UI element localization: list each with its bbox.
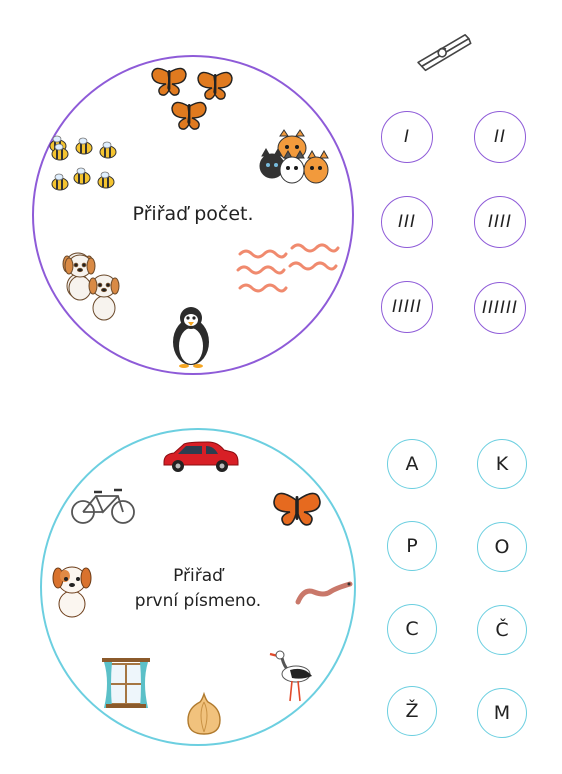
answer-option[interactable]: IIIIII (474, 282, 526, 334)
letter-activity-wheel (40, 428, 356, 746)
answer-option[interactable]: IIIII (381, 281, 433, 333)
answer-label: K (495, 453, 509, 475)
answer-label: P (406, 535, 418, 557)
answer-label: IIIIII (481, 298, 519, 318)
butterfly-icon[interactable] (150, 62, 240, 134)
answer-label: O (494, 536, 510, 558)
answer-option[interactable]: A (387, 439, 437, 489)
dog-icon[interactable] (50, 562, 94, 620)
clothespin-icon (417, 34, 472, 72)
answer-label: IIII (487, 212, 513, 232)
car-icon[interactable] (160, 440, 240, 474)
answer-option[interactable]: Č (477, 605, 527, 655)
answer-option[interactable]: M (477, 688, 527, 738)
answer-option[interactable]: C (387, 604, 437, 654)
worm-icon[interactable] (236, 240, 342, 298)
letter-instruction: Přiřaď první písmeno. (134, 566, 262, 611)
answer-label: IIIII (391, 297, 423, 317)
answer-option[interactable]: I (381, 111, 433, 163)
kitten-icon[interactable] (259, 129, 330, 188)
answer-option[interactable]: O (477, 522, 527, 572)
counting-instruction: Přiřaď počet. (132, 203, 254, 225)
answer-label: Ž (405, 700, 419, 722)
puppy-icon[interactable] (62, 250, 128, 326)
butterfly-icon[interactable] (272, 490, 322, 528)
answer-label: III (397, 212, 417, 232)
answer-option[interactable]: IIII (474, 196, 526, 248)
worm-icon[interactable] (294, 578, 354, 608)
window-icon[interactable] (102, 658, 150, 710)
answer-label: II (493, 127, 507, 147)
answer-option[interactable]: P (387, 521, 437, 571)
bee-icon[interactable] (49, 135, 122, 196)
answer-option[interactable]: Ž (387, 686, 437, 736)
answer-label: M (493, 702, 511, 724)
onion-icon[interactable] (186, 691, 222, 736)
answer-label: Č (495, 619, 509, 641)
answer-option[interactable]: K (477, 439, 527, 489)
answer-option[interactable]: II (474, 111, 526, 163)
bicycle-icon[interactable] (70, 486, 136, 526)
penguin-icon[interactable] (168, 306, 214, 368)
answer-label: C (405, 618, 419, 640)
answer-label: A (405, 453, 419, 475)
stork-icon[interactable] (268, 646, 314, 702)
answer-option[interactable]: III (381, 196, 433, 248)
answer-label: I (403, 127, 410, 147)
